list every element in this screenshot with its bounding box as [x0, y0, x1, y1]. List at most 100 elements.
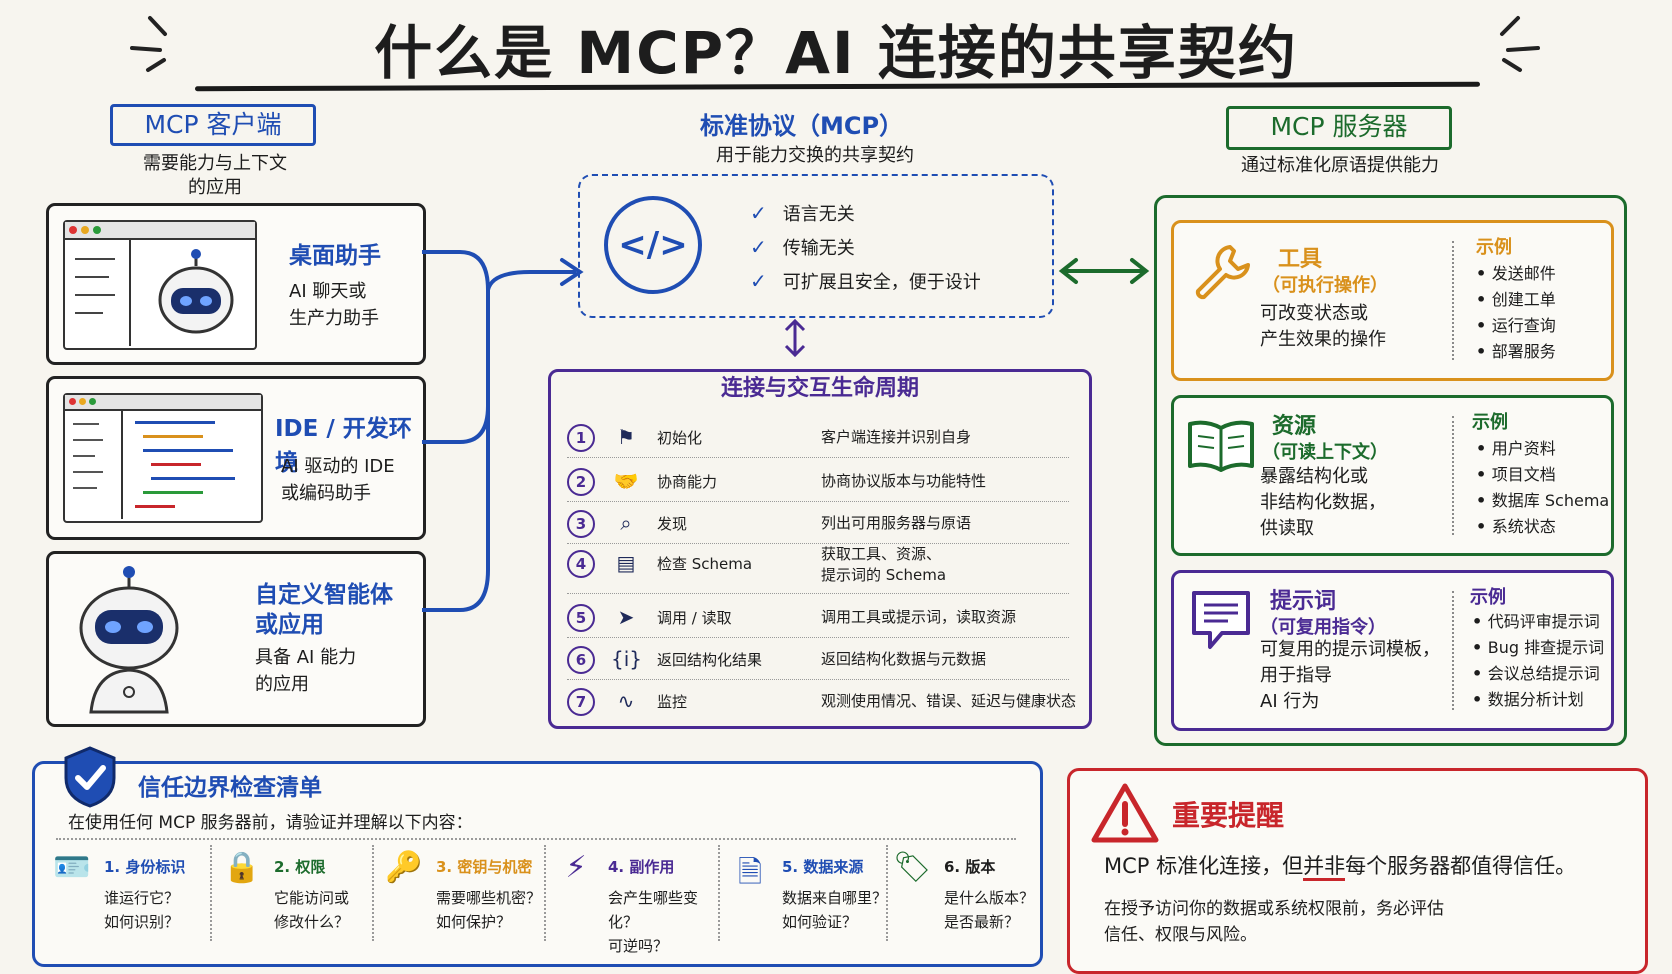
desc-line: 非结构化数据，: [1260, 492, 1386, 513]
check-icon: ✓: [750, 235, 767, 259]
book-icon: [1188, 420, 1254, 472]
trust-item-side-effects: ⚡ 4. 副作用 会产生哪些变化？ 可逆吗？: [556, 850, 724, 955]
desc-line: 的应用: [255, 674, 309, 695]
check-icon: ✓: [750, 269, 767, 293]
document-icon: ▤: [616, 551, 636, 575]
question: 如何验证？: [782, 913, 858, 931]
trust-item-name: 2. 权限: [274, 858, 326, 876]
window-illustration: [63, 220, 257, 350]
question: 它能访问或: [274, 889, 350, 907]
step-divider: [567, 501, 1069, 502]
client-subtitle-line1: 需要能力与上下文: [143, 153, 287, 174]
step-desc: 客户端连接并识别自身: [821, 428, 972, 446]
question: 可逆吗？: [608, 937, 669, 955]
trust-item-name: 6. 版本: [944, 858, 996, 876]
statement-part: MCP 标准化连接，但: [1104, 854, 1304, 878]
primitive-tools[interactable]: 工具 （可执行操作） 可改变状态或 产生效果的操作 示例 发送邮件 创建工单 运…: [1171, 220, 1614, 381]
braces-icon: {i}: [611, 647, 643, 671]
server-subtitle: 通过标准化原语提供能力: [1241, 155, 1439, 176]
shield-check-icon: [64, 746, 116, 808]
client-card-title: 自定义智能体 或应用: [255, 580, 393, 640]
chat-bubble-icon: [1192, 591, 1250, 649]
question: 谁运行它？: [104, 889, 180, 907]
primitive-prompts[interactable]: 提示词 （可复用指令） 可复用的提示词模板， 用于指导 AI 行为 示例 代码评…: [1171, 570, 1614, 731]
lock-icon: 🔒: [223, 850, 261, 885]
primitive-title: 工具: [1278, 247, 1323, 272]
examples-label: 示例: [1470, 587, 1506, 608]
lightning-icon: ⚡: [565, 850, 587, 885]
desc-line: AI 驱动的 IDE: [281, 456, 395, 477]
lifecycle-step: 5➤调用 / 读取调用工具或提示词，读取资源: [551, 598, 1089, 638]
example-item: 会议总结提示词: [1472, 661, 1604, 687]
feature-label: 语言无关: [782, 204, 855, 225]
feature-item: ✓ 语言无关: [750, 200, 855, 226]
step-name: 协商能力: [657, 473, 718, 491]
lifecycle-step: 6{i}返回结构化结果返回结构化数据与元数据: [551, 640, 1089, 680]
client-card-agent[interactable]: 自定义智能体 或应用 具备 AI 能力 的应用: [46, 551, 426, 727]
reminder-detail: 在授予访问你的数据或系统权限前，务必评估 信任、权限与风险。: [1104, 896, 1444, 948]
client-connector-arrow: [422, 250, 584, 612]
question: 如何保护？: [436, 913, 512, 931]
reminder-statement: MCP 标准化连接，但并非每个服务器都值得信任。: [1104, 850, 1577, 881]
robot-head-icon: [158, 249, 234, 334]
trust-item-questions: 是什么版本？ 是否最新？: [944, 886, 1034, 934]
step-number: 6: [567, 646, 595, 674]
vertical-double-arrow-icon: [784, 318, 806, 358]
trust-checklist: [32, 761, 1043, 967]
step-number: 1: [567, 424, 595, 452]
trust-item-permissions: 🔒 2. 权限 它能访问或 修改什么？: [222, 850, 390, 950]
trust-item-questions: 谁运行它？ 如何识别？: [104, 886, 179, 934]
lifecycle-step: 1⚑初始化客户端连接并识别自身: [551, 418, 1089, 458]
client-card-ide[interactable]: IDE / 开发环境 AI 驱动的 IDE 或编码助手: [46, 376, 426, 540]
question: 数据来自哪里？: [782, 889, 888, 907]
step-divider: [567, 637, 1069, 638]
question: 如何识别？: [104, 913, 180, 931]
step-name: 监控: [657, 693, 688, 711]
examples-list: 用户资料 项目文档 数据库 Schema 系统状态: [1476, 436, 1609, 540]
divider: [718, 845, 720, 941]
trust-divider: [56, 838, 1016, 840]
desc-line: 用于指导: [1260, 665, 1332, 686]
protocol-header: 标准协议（MCP）: [700, 112, 904, 140]
step-divider: [567, 457, 1069, 458]
desc-line: AI 聊天或: [289, 281, 367, 302]
desc-line: 暴露结构化或: [1260, 466, 1368, 487]
step-number: 4: [567, 550, 595, 578]
server-header: MCP 服务器: [1226, 106, 1452, 150]
page-title: 什么是 MCP？AI 连接的共享契约: [374, 19, 1298, 87]
statement-part: 每个服务器都值得信任。: [1345, 854, 1577, 878]
title-line: 或应用: [255, 612, 324, 638]
desc-line: 提示词的 Schema: [821, 566, 947, 584]
step-number: 2: [567, 468, 595, 496]
step-name: 发现: [657, 515, 688, 533]
desc-line: 或编码助手: [281, 483, 371, 504]
trust-item-identity: 🪪 1. 身份标识 谁运行它？ 如何识别？: [52, 850, 220, 950]
client-card-desc: AI 驱动的 IDE 或编码助手: [281, 453, 395, 507]
detail-line: 在授予访问你的数据或系统权限前，务必评估: [1104, 899, 1444, 919]
step-name: 初始化: [657, 429, 703, 447]
client-header: MCP 客户端: [110, 104, 316, 146]
step-desc: 协商协议版本与功能特性: [821, 472, 987, 490]
trust-item-secrets: 🔑 3. 密钥与机密 需要哪些机密？ 如何保护？: [384, 850, 552, 950]
check-icon: ✓: [750, 201, 767, 225]
example-item: 用户资料: [1476, 436, 1609, 462]
divider: [372, 845, 374, 941]
example-item: Bug 排查提示词: [1472, 635, 1604, 661]
desc-line: 可复用的提示词模板，: [1260, 639, 1440, 660]
client-card-desktop[interactable]: 桌面助手 AI 聊天或 生产力助手: [46, 203, 426, 365]
step-number: 5: [567, 604, 595, 632]
primitive-subtitle: （可复用指令）: [1260, 617, 1386, 638]
wrench-icon: [1195, 245, 1250, 300]
primitive-desc: 可复用的提示词模板， 用于指导 AI 行为: [1260, 637, 1440, 715]
divider: [210, 845, 212, 941]
primitive-subtitle: （可读上下文）: [1262, 442, 1388, 463]
client-card-title: IDE / 开发环境: [275, 416, 412, 476]
trust-item-name: 1. 身份标识: [104, 858, 186, 876]
step-number: 7: [567, 688, 595, 716]
example-item: 数据分析计划: [1472, 687, 1604, 713]
trust-item-name: 3. 密钥与机密: [436, 858, 533, 876]
protocol-box: </> ✓语言无关 ✓传输无关 ✓可扩展且安全，便于设计: [578, 174, 1054, 318]
lifecycle-step: 3⌕发现列出可用服务器与原语: [551, 504, 1089, 544]
primitive-resources[interactable]: 资源 （可读上下文） 暴露结构化或 非结构化数据， 供读取 示例 用户资料 项目…: [1171, 395, 1614, 556]
